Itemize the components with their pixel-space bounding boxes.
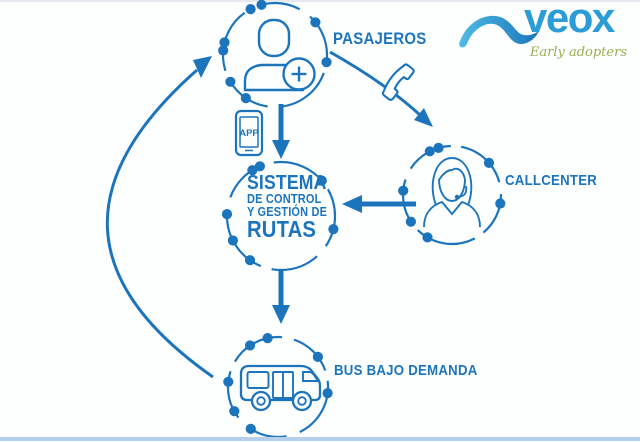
ring-dot [256,0,267,10]
ring-dot [422,232,433,243]
ring-dot [424,146,435,157]
sistema-line-1: SISTEMA [247,172,327,194]
mic-boom [457,185,468,198]
bottom-border-bar [0,437,640,441]
arrow-sistema-to-bus [272,270,290,324]
ring-dot [219,37,230,48]
app-badge-text: APP [239,128,259,139]
ring-dot [262,333,273,344]
node-rings [218,0,506,439]
ring-dot [312,351,323,362]
ring-dot [483,157,495,168]
ring-dot [254,161,265,172]
loop-arrow-bus-to-pasajeros [105,56,214,379]
callcenter-label: CALLCENTER [505,172,598,189]
ring-dot [405,216,416,227]
ring-dot [321,57,332,68]
sistema-label-block: SISTEMA DE CONTROL Y GESTIÓN DE RUTAS [247,172,328,242]
bus-icon [239,364,322,412]
ring-dot [221,209,233,220]
logo-swoosh-icon [459,15,539,48]
arrow-pasajeros-to-sistema [272,104,290,159]
arrow-pasajeros-to-callcenter [329,50,433,127]
ring-dot [240,93,251,104]
ring-dot [227,235,238,246]
app-phone-icon: APP [234,109,264,157]
ring-dot [328,224,339,235]
ring-dot [218,45,229,56]
ring-dot [225,76,236,87]
phone-handset-icon [381,63,415,101]
top-border-line [0,0,640,2]
brand-logo: veox Early adopters [455,0,635,66]
headset-woman-icon [423,157,481,228]
ring-dot [244,255,256,266]
loop-arrowhead [193,56,212,78]
sistema-line-4: RUTAS [247,216,317,242]
ring-dot [247,165,258,176]
ring-dot [433,142,444,153]
brand-tagline: Early adopters [529,45,627,60]
mic-tip [454,194,460,200]
person-add-icon [243,18,316,92]
ring-dot [398,185,409,196]
ring-dot [223,376,234,387]
ring-dot [244,340,256,351]
bus-wheel-front [291,390,313,412]
ring-dot [310,17,321,28]
ring-dot [229,406,240,417]
ring-dot [322,388,333,399]
pasajeros-label: PASAJEROS [333,29,427,48]
ring-dot [245,423,256,434]
sistema-line-2: DE CONTROL [247,192,322,206]
node-ring [226,335,330,439]
brand-name: veox [524,0,615,41]
sistema-line-3: Y GESTIÓN DE [247,205,328,219]
ring-dot [495,198,506,209]
arrow-callcenter-to-sistema [342,195,416,213]
ring-dot [245,4,256,15]
bus-label: BUS BAJO DEMANDA [334,362,478,379]
ring-dot [316,175,327,186]
bus-wheel-rear [250,390,272,412]
